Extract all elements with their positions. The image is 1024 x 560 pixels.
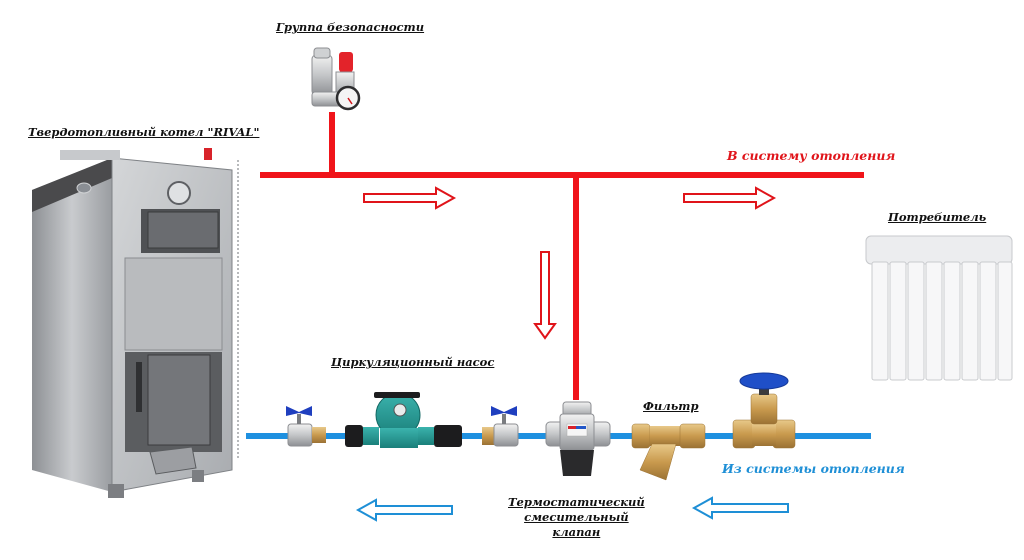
flow-arrow-right bbox=[683, 186, 777, 210]
label-to-heating-system: В систему отопления bbox=[727, 148, 896, 163]
safety-group-valve-icon bbox=[311, 47, 361, 111]
label-thermostatic-valve-line: Термостатический bbox=[508, 495, 645, 509]
bypass-pipe bbox=[573, 175, 579, 400]
return-pipe-segment bbox=[518, 433, 548, 439]
ball-valve-icon bbox=[482, 406, 519, 447]
return-pipe-segment bbox=[610, 433, 632, 439]
label-thermostatic-valve-line: смесительный bbox=[524, 510, 629, 524]
flow-arrow-down bbox=[533, 251, 557, 340]
radiator-icon bbox=[865, 235, 1013, 381]
supply-main-pipe bbox=[260, 172, 864, 178]
gate-valve-icon bbox=[732, 372, 796, 449]
label-from-heating-system: Из системы отопления bbox=[722, 461, 905, 476]
label-circulation-pump: Циркуляционный насос bbox=[331, 355, 495, 369]
flow-arrow-right bbox=[363, 186, 457, 210]
return-pipe-segment bbox=[246, 433, 288, 439]
y-strainer-filter-icon bbox=[631, 423, 706, 481]
return-pipe-segment bbox=[462, 433, 482, 439]
label-safety-group: Группа безопасности bbox=[276, 20, 425, 34]
label-consumer: Потребитель bbox=[888, 210, 987, 224]
supply-pipes bbox=[260, 112, 864, 400]
return-pipe-segment bbox=[705, 433, 733, 439]
thermostatic-mixing-valve-icon bbox=[545, 401, 611, 476]
return-pipe-segment bbox=[795, 433, 871, 439]
ball-valve-icon bbox=[286, 406, 326, 447]
flow-arrows bbox=[355, 186, 789, 522]
label-boiler: Твердотопливный котел "RIVAL" bbox=[28, 125, 260, 139]
label-filter: Фильтр bbox=[643, 399, 699, 413]
return-pipes bbox=[246, 433, 871, 439]
flow-arrow-left bbox=[691, 496, 789, 520]
return-pipe-segment bbox=[326, 433, 348, 439]
label-thermostatic-valve: Термостатический смесительный клапан bbox=[508, 495, 645, 540]
flow-arrow-left bbox=[355, 498, 453, 522]
solid-fuel-boiler-icon bbox=[32, 148, 239, 498]
safety-group-riser bbox=[329, 112, 335, 174]
circulation-pump-icon bbox=[345, 392, 462, 448]
label-thermostatic-valve-line: клапан bbox=[552, 525, 601, 539]
